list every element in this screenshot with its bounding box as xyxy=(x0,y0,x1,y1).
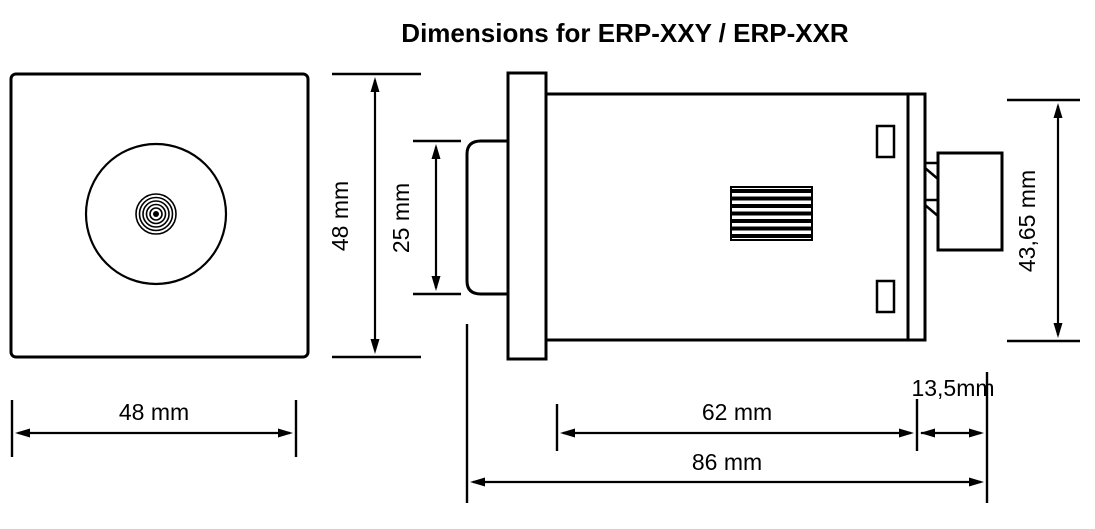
dim-arrowhead xyxy=(1053,103,1063,118)
terminal-block xyxy=(936,151,1004,252)
dim-arrowhead xyxy=(470,477,485,487)
dim-body-length-label: 62 mm xyxy=(702,399,772,425)
bullseye-ring xyxy=(138,196,174,232)
dim-overall-depth: 86 mm xyxy=(465,324,984,503)
dim-arrowhead xyxy=(431,276,441,291)
dim-front-height-label: 48 mm xyxy=(327,181,353,251)
device-body xyxy=(544,92,910,342)
dim-terminal-depth-label: 13,5mm xyxy=(911,375,994,401)
dim-arrowhead xyxy=(1053,323,1063,338)
dim-arrowhead xyxy=(370,77,380,92)
lens-bullseye xyxy=(135,193,177,235)
dim-arrowhead xyxy=(370,339,380,354)
latch-hook-bottom xyxy=(924,198,939,217)
dim-terminal-depth: 13,5mm xyxy=(911,372,995,503)
dim-arrowhead xyxy=(431,144,441,159)
retaining-clip-bottom xyxy=(875,279,896,314)
vent-grille xyxy=(730,186,813,241)
dim-overall-height: 43,65 mm xyxy=(1007,98,1080,343)
latch-hook-top xyxy=(924,161,939,180)
dim-arrowhead xyxy=(278,428,293,438)
rear-plate xyxy=(906,92,927,342)
dim-body-length: 62 mm xyxy=(555,399,919,451)
dim-front-width: 48 mm xyxy=(10,399,298,457)
lens-center-dot xyxy=(153,211,159,217)
side-view xyxy=(465,71,1004,361)
bullseye-ring xyxy=(142,200,170,228)
bullseye-ring xyxy=(145,203,167,225)
front-bezel-outline xyxy=(465,139,512,296)
vent-slot-lines xyxy=(731,189,812,238)
dim-arrowhead xyxy=(969,477,984,487)
dim-arrowhead xyxy=(15,428,30,438)
mounting-flange xyxy=(506,71,548,361)
retaining-clip-top xyxy=(875,124,896,159)
dim-front-width-label: 48 mm xyxy=(119,399,189,425)
dim-bezel-height: 25 mm xyxy=(388,139,461,296)
bullseye-ring xyxy=(149,207,163,221)
front-panel-outline xyxy=(9,72,310,359)
dim-arrowhead xyxy=(560,428,575,438)
dim-arrowhead xyxy=(899,428,914,438)
dim-bezel-height-label: 25 mm xyxy=(388,183,414,253)
bullseye-ring xyxy=(135,193,177,235)
dim-front-height: 48 mm xyxy=(327,72,421,359)
front-view xyxy=(9,72,310,359)
dim-arrowhead xyxy=(920,428,935,438)
dim-overall-height-label: 43,65 mm xyxy=(1014,170,1040,272)
dim-arrowhead xyxy=(969,428,984,438)
page-title: Dimensions for ERP-XXY / ERP-XXR xyxy=(401,18,849,48)
dim-overall-depth-label: 86 mm xyxy=(692,449,762,475)
lens-outer-ring xyxy=(84,142,228,286)
